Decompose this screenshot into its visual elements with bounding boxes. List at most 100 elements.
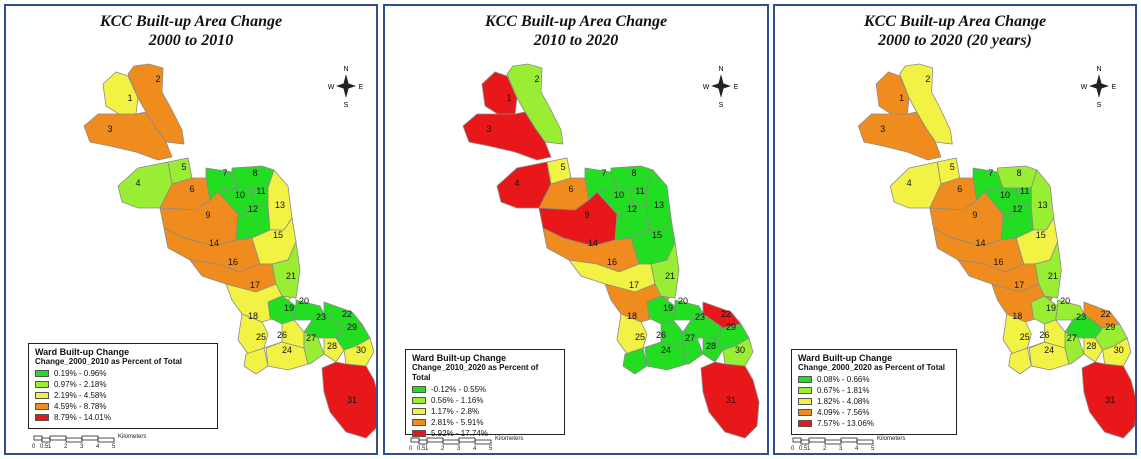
legend-label: 4.59% - 8.78%: [54, 401, 107, 411]
legend-subheading: Change_2000_2020 as Percent of Total: [798, 363, 946, 372]
ward-label-16: 16: [228, 257, 238, 267]
ward-label-28: 28: [327, 341, 337, 351]
scale-tick-label: 4: [855, 446, 859, 452]
scale-tick-label: 3: [80, 444, 84, 450]
legend-item: 5.92% - 17.74%: [412, 428, 558, 439]
legend-swatch: [412, 430, 426, 437]
ward-label-28: 28: [1086, 341, 1096, 351]
ward-label-2: 2: [155, 74, 160, 84]
ward-label-15: 15: [273, 230, 283, 240]
ward-label-9: 9: [972, 210, 977, 220]
ward-label-9: 9: [205, 210, 210, 220]
ward-label-15: 15: [1036, 230, 1046, 240]
ward-label-28: 28: [706, 341, 716, 351]
map-title: KCC Built-up Area Change: [484, 13, 668, 30]
legend-label: 0.56% - 1.16%: [431, 395, 484, 405]
map-subtitle: 2000 to 2020 (20 years): [878, 32, 1032, 49]
ward-label-22: 22: [342, 309, 352, 319]
ward-label-10: 10: [614, 190, 624, 200]
ward-label-4: 4: [907, 178, 912, 188]
scale-tick-label: 2: [64, 444, 68, 450]
legend-label: -0.12% - 0.55%: [431, 384, 487, 394]
legend-label: 2.81% - 5.91%: [431, 417, 484, 427]
compass-s: S: [1097, 102, 1102, 109]
ward-28: [323, 337, 345, 363]
ward-label-8: 8: [631, 168, 636, 178]
ward-label-26: 26: [656, 330, 666, 340]
ward-label-21: 21: [1048, 271, 1058, 281]
legend-label: 7.57% - 13.06%: [817, 418, 874, 428]
scale-tick-label: 0.5: [799, 446, 808, 452]
ward-3: [857, 111, 942, 161]
compass-s: S: [719, 102, 724, 109]
ward-label-11: 11: [256, 186, 265, 196]
scale-tick-label: 0: [791, 446, 795, 452]
ward-label-12: 12: [248, 204, 258, 214]
legend-label: 0.97% - 2.18%: [54, 379, 107, 389]
legend-swatch: [412, 408, 426, 415]
legend-item: 8.79% - 14.01%: [35, 412, 211, 423]
ward-label-6: 6: [568, 184, 573, 194]
map-legend: Ward Built-up Change Change_2000_2010 as…: [28, 343, 218, 429]
ward-label-27: 27: [1067, 333, 1077, 343]
ward-label-14: 14: [975, 238, 985, 248]
ward-label-25: 25: [635, 332, 645, 342]
ward-label-3: 3: [880, 124, 885, 134]
ward-label-4: 4: [135, 178, 140, 188]
ward-label-2: 2: [925, 74, 930, 84]
ward-label-1: 1: [899, 93, 904, 103]
ward-label-2: 2: [534, 74, 539, 84]
ward-label-17: 17: [250, 280, 260, 290]
scale-tick-label: 4: [473, 446, 477, 452]
ward-25: [243, 347, 269, 375]
ward-label-19: 19: [1046, 303, 1056, 313]
ward-28: [1083, 337, 1104, 363]
legend-swatch: [798, 409, 812, 416]
map-title: KCC Built-up Area Change: [99, 13, 283, 30]
ward-label-8: 8: [1017, 168, 1022, 178]
ward-label-12: 12: [1012, 204, 1022, 214]
ward-label-18: 18: [248, 311, 258, 321]
legend-label: 1.82% - 4.08%: [817, 396, 870, 406]
ward-label-14: 14: [588, 238, 598, 248]
scale-tick-label: 5: [112, 444, 116, 450]
ward-label-1: 1: [506, 93, 511, 103]
ward-label-23: 23: [1076, 312, 1086, 322]
legend-swatch: [35, 370, 49, 377]
legend-item: 1.82% - 4.08%: [798, 396, 950, 407]
ward-label-7: 7: [601, 168, 606, 178]
legend-label: 2.19% - 4.58%: [54, 390, 107, 400]
legend-item: 0.19% - 0.96%: [35, 368, 211, 379]
legend-swatch: [798, 376, 812, 383]
scale-tick-label: 3: [457, 446, 461, 452]
legend-item: 1.17% - 2.8%: [412, 406, 558, 417]
ward-label-10: 10: [235, 190, 245, 200]
ward-27: [1064, 331, 1085, 365]
legend-item: 2.81% - 5.91%: [412, 417, 558, 428]
ward-26: [263, 319, 305, 349]
ward-label-5: 5: [950, 162, 955, 172]
ward-label-12: 12: [627, 204, 637, 214]
legend-label: 5.92% - 17.74%: [431, 428, 488, 438]
ward-3: [462, 111, 552, 161]
ward-31: [321, 361, 376, 439]
ward-label-5: 5: [181, 162, 186, 172]
ward-label-31: 31: [1105, 395, 1115, 405]
legend-label: 0.67% - 1.81%: [817, 385, 870, 395]
legend-item: 0.67% - 1.81%: [798, 385, 950, 396]
scale-tick-label: 0.5: [417, 446, 426, 452]
ward-label-24: 24: [1044, 345, 1054, 355]
scale-tick-label: 3: [839, 446, 843, 452]
ward-label-15: 15: [652, 230, 662, 240]
ward-label-4: 4: [514, 178, 519, 188]
ward-label-17: 17: [1014, 280, 1024, 290]
ward-label-13: 13: [275, 200, 285, 210]
ward-label-7: 7: [222, 168, 227, 178]
ward-27: [303, 331, 325, 365]
